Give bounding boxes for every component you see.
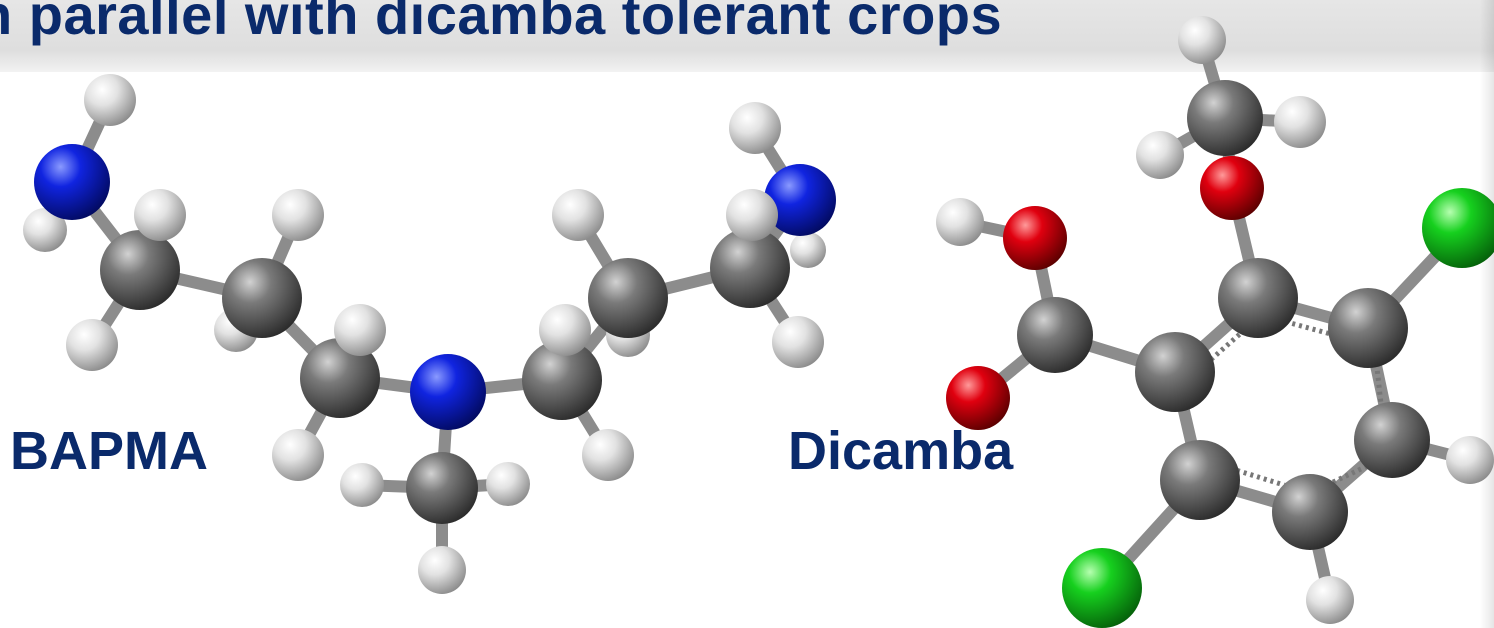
dicamba-cl-atom bbox=[1062, 548, 1142, 628]
bapma-h-atom bbox=[418, 546, 466, 594]
bapma-h-atom bbox=[23, 208, 67, 252]
bapma-h-atom bbox=[582, 429, 634, 481]
bapma-c-atom bbox=[222, 258, 302, 338]
bapma-c-atom bbox=[300, 338, 380, 418]
bapma-h-atom bbox=[772, 316, 824, 368]
dicamba-c-atom bbox=[1354, 402, 1430, 478]
bapma-h-atom bbox=[729, 102, 781, 154]
dicamba-h-atom bbox=[1178, 16, 1226, 64]
bapma-c-atom bbox=[522, 340, 602, 420]
dicamba-c-atom bbox=[1218, 258, 1298, 338]
dicamba-c-atom bbox=[1135, 332, 1215, 412]
bapma-molecule bbox=[23, 74, 836, 594]
dicamba-h-atom bbox=[1274, 96, 1326, 148]
dicamba-c-atom bbox=[1160, 440, 1240, 520]
dicamba-c-atom bbox=[1187, 80, 1263, 156]
dicamba-h-atom bbox=[1306, 576, 1354, 624]
bapma-h-atom bbox=[486, 462, 530, 506]
bapma-c-atom bbox=[100, 230, 180, 310]
dicamba-h-atom bbox=[1136, 131, 1184, 179]
bapma-h-atom bbox=[272, 429, 324, 481]
bapma-label: BAPMA bbox=[10, 421, 208, 481]
dicamba-o-atom bbox=[946, 366, 1010, 430]
title-banner: n parallel with dicamba tolerant crops bbox=[0, 0, 1494, 72]
dicamba-molecule bbox=[936, 16, 1494, 628]
dicamba-h-atom bbox=[1446, 436, 1494, 484]
bapma-n-atom bbox=[34, 144, 110, 220]
bapma-h-atom bbox=[552, 189, 604, 241]
bapma-h-atom bbox=[539, 304, 591, 356]
dicamba-cl-atom bbox=[1422, 188, 1494, 268]
bapma-h-atom bbox=[790, 232, 826, 268]
bapma-c-atom bbox=[588, 258, 668, 338]
dicamba-o-atom bbox=[1200, 156, 1264, 220]
dicamba-c-atom bbox=[1272, 474, 1348, 550]
dicamba-c-atom bbox=[1328, 288, 1408, 368]
dicamba-h-atom bbox=[936, 198, 984, 246]
dicamba-c-atom bbox=[1017, 297, 1093, 373]
bapma-h-atom bbox=[272, 189, 324, 241]
bapma-n-atom bbox=[410, 354, 486, 430]
bapma-h-atom bbox=[66, 319, 118, 371]
bapma-h-atom bbox=[84, 74, 136, 126]
slide-title: n parallel with dicamba tolerant crops bbox=[0, 0, 1003, 46]
dicamba-o-atom bbox=[1003, 206, 1067, 270]
bapma-h-atom bbox=[340, 463, 384, 507]
bapma-h-atom bbox=[726, 189, 778, 241]
bapma-c-atom bbox=[406, 452, 478, 524]
bapma-n-atom bbox=[764, 164, 836, 236]
bapma-h-atom bbox=[134, 189, 186, 241]
bapma-c-atom bbox=[710, 228, 790, 308]
bapma-h-atom bbox=[334, 304, 386, 356]
dicamba-label: Dicamba bbox=[788, 421, 1014, 481]
